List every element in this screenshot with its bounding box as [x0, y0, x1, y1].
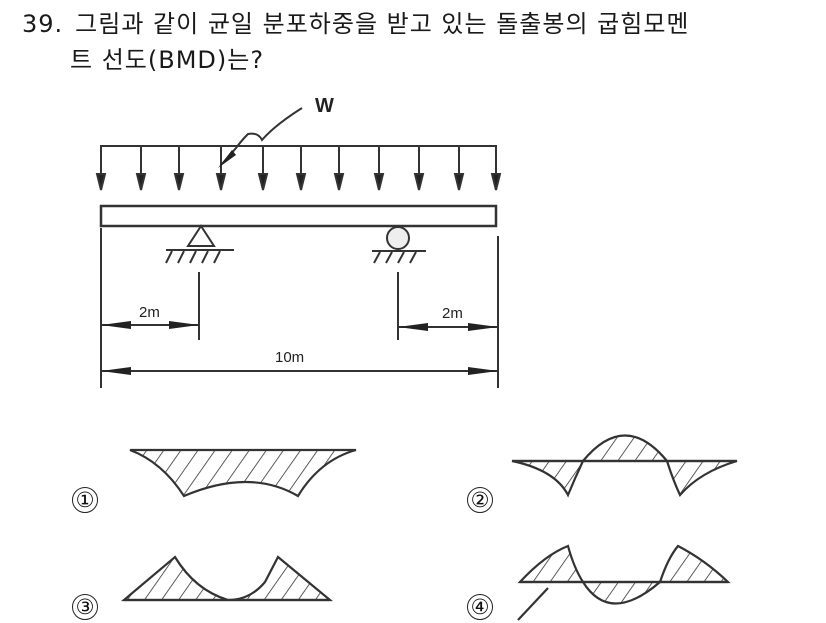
- question-text-1: 그림과 같이 균일 분포하중을 받고 있는 돌출봉의 굽힘모멘: [75, 10, 690, 38]
- pin-support: [165, 224, 234, 264]
- question-line-1: 39. 그림과 같이 균일 분포하중을 받고 있는 돌출봉의 굽힘모멘: [22, 4, 690, 39]
- choice-4-diagram: [517, 544, 731, 621]
- choice-2-diagram: [511, 434, 738, 498]
- dimension-lines: [100, 228, 499, 388]
- choice-4-label[interactable]: ④: [467, 594, 493, 620]
- total-length-label: 10m: [275, 349, 304, 366]
- left-overhang-label: 2m: [139, 304, 160, 321]
- load-label: W: [315, 95, 334, 117]
- choice-2-label[interactable]: ②: [467, 487, 493, 513]
- question-number: 39.: [22, 10, 64, 38]
- beam: [99, 204, 498, 228]
- roller-support: [372, 226, 426, 264]
- choice-1-label[interactable]: ①: [72, 487, 98, 513]
- load-leader-line: [221, 107, 303, 165]
- question-line-2: 트 선도(BMD)는?: [70, 46, 265, 74]
- load-arrows: [95, 146, 502, 191]
- choice-3-label[interactable]: ③: [72, 594, 98, 620]
- right-overhang-label: 2m: [442, 305, 463, 322]
- choice-1-diagram: [129, 448, 357, 498]
- choice-3-diagram: [120, 555, 334, 602]
